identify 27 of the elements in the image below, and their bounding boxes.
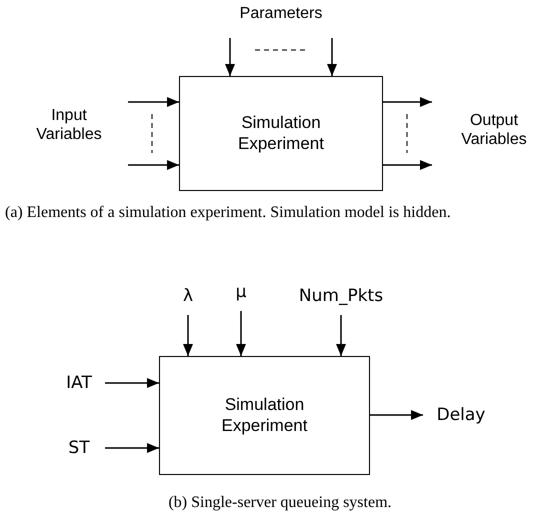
process-box xyxy=(159,356,370,475)
signal-label: μ xyxy=(236,282,246,302)
arrow xyxy=(225,38,235,76)
arrow xyxy=(370,410,423,420)
process-box xyxy=(179,76,383,191)
signal-label: IAT xyxy=(66,372,92,394)
signal-label: Num_Pkts xyxy=(298,286,384,306)
input-label: Input Variables xyxy=(35,106,103,144)
signal-label: Delay xyxy=(436,404,486,426)
arrow xyxy=(105,378,159,388)
signal-label: λ xyxy=(182,286,194,306)
arrow xyxy=(383,160,432,170)
arrow xyxy=(236,311,246,356)
figure-caption: (a) Elements of a simulation experiment. Simulation model is hidden. xyxy=(5,203,452,222)
signal-label: ST xyxy=(68,438,90,458)
arrow xyxy=(383,97,432,107)
figure-caption: (b) Single-server queueing system. xyxy=(167,493,393,512)
arrow xyxy=(183,315,193,356)
arrow xyxy=(128,160,179,170)
box-label: Simulation Experiment xyxy=(220,395,308,436)
parameter-label: Parameters xyxy=(238,4,324,24)
output-label: Output Variables xyxy=(460,111,528,150)
arrow xyxy=(105,443,159,453)
arrow xyxy=(128,97,179,107)
arrow xyxy=(327,38,337,76)
arrow xyxy=(336,315,346,356)
box-label: Simulation Experiment xyxy=(237,113,325,154)
